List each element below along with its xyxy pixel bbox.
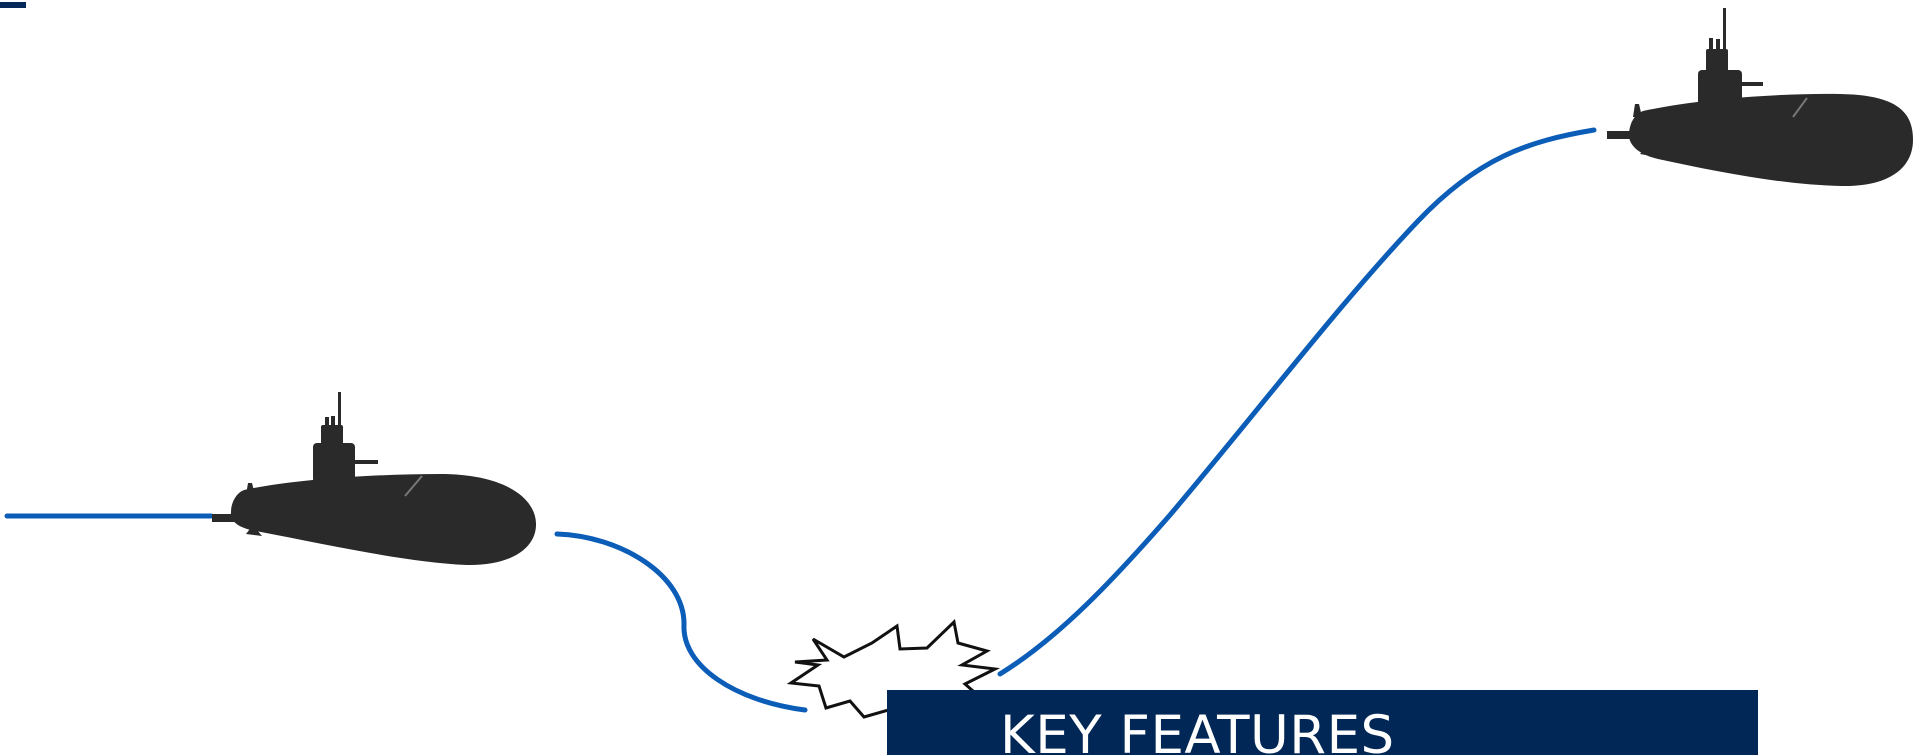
route-segment-dive [557,534,805,710]
key-features-title: KEY FEATURES [1000,706,1395,755]
submarine-left-icon [212,392,536,565]
key-features-banner: KEY FEATURES [887,690,1758,755]
route-segment-ascent [1000,130,1594,674]
submarine-right-icon [1607,8,1913,186]
